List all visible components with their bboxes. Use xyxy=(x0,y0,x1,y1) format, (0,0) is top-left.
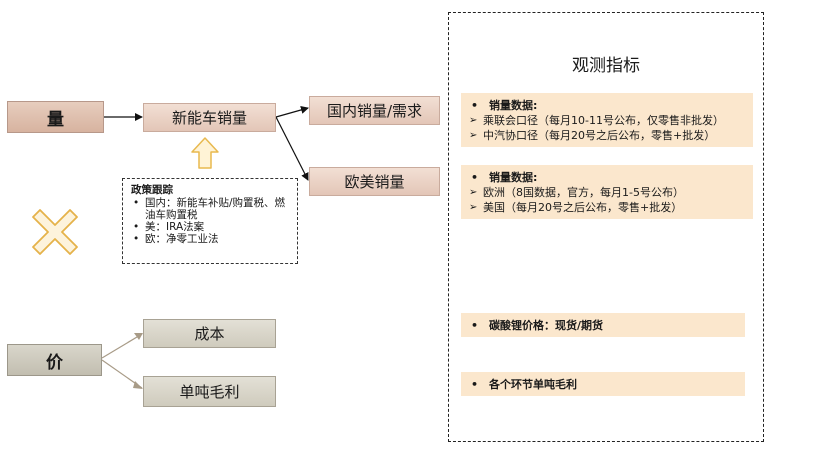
volume-box: 量 xyxy=(7,101,104,133)
card-sub: 欧洲（8国数据，官方，每月1-5号公布） xyxy=(469,185,745,200)
card-sub: 中汽协口径（每月20号之后公布，零售+批发） xyxy=(469,128,745,143)
arrowhead-margin xyxy=(133,381,143,389)
indicator-card-euus: 销量数据: 欧洲（8国数据，官方，每月1-5号公布） 美国（每月20号之后公布，… xyxy=(461,165,753,219)
up-arrow-icon xyxy=(191,137,219,169)
arrowhead-cost xyxy=(134,333,143,340)
policy-tracking-box: 政策跟踪 国内：新能车补贴/购置税、燃油车购置税 美：IRA法案 欧：净零工业法 xyxy=(122,178,298,264)
margin-box: 单吨毛利 xyxy=(143,376,276,407)
price-box: 价 xyxy=(7,344,102,376)
card-head: 销量数据: xyxy=(469,98,745,113)
arrow-ev-to-domestic xyxy=(275,106,309,118)
card-head: 销量数据: xyxy=(469,170,745,185)
arrow-price-to-cost xyxy=(101,333,143,359)
arrow-ev-to-euus xyxy=(275,116,309,181)
indicator-panel: 观测指标 xyxy=(448,12,764,442)
ev-sales-box: 新能车销量 xyxy=(143,103,276,132)
card-head: 碳酸锂价格：现货/期货 xyxy=(469,318,603,333)
cost-box: 成本 xyxy=(143,319,276,348)
euus-sales-box: 欧美销量 xyxy=(309,167,440,196)
policy-title: 政策跟踪 xyxy=(131,184,173,196)
policy-item-us: 美：IRA法案 xyxy=(131,221,291,233)
cross-icon xyxy=(32,209,78,255)
indicator-card-margin: 各个环节单吨毛利 xyxy=(461,372,745,396)
card-sub: 乘联会口径（每月10-11号公布，仅零售非批发） xyxy=(469,113,745,128)
policy-list: 国内：新能车补贴/购置税、燃油车购置税 美：IRA法案 欧：净零工业法 xyxy=(131,197,291,245)
panel-title: 观测指标 xyxy=(572,56,640,76)
indicator-card-domestic: 销量数据: 乘联会口径（每月10-11号公布，仅零售非批发） 中汽协口径（每月2… xyxy=(461,93,753,147)
indicator-card-lithium: 碳酸锂价格：现货/期货 xyxy=(461,313,745,337)
policy-item-domestic: 国内：新能车补贴/购置税、燃油车购置税 xyxy=(131,197,291,221)
domestic-sales-box: 国内销量/需求 xyxy=(309,96,440,125)
card-sub: 美国（每月20号之后公布，零售+批发） xyxy=(469,200,745,215)
policy-item-eu: 欧：净零工业法 xyxy=(131,233,291,245)
card-head: 各个环节单吨毛利 xyxy=(469,377,577,392)
